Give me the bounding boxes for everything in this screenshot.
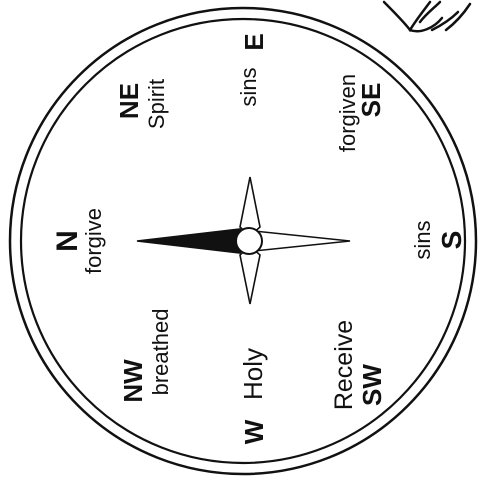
word-e-label: sins — [236, 67, 261, 106]
word-n-label: forgive — [81, 208, 106, 274]
direction-s-label: S — [436, 231, 467, 250]
direction-nw-label: NW — [118, 359, 148, 403]
direction-se-label: SE — [356, 83, 386, 118]
word-w-label: Holy — [238, 348, 268, 400]
needle-hub — [236, 228, 262, 254]
direction-e-label: E — [239, 33, 269, 50]
corner-decoration — [384, 2, 470, 31]
word-nw-label: breathed — [148, 309, 173, 396]
word-ne-label: Spirit — [144, 79, 169, 129]
word-s-label: sins — [410, 220, 435, 259]
direction-n-label: N — [51, 230, 84, 252]
direction-w-label: W — [239, 419, 269, 444]
word-sw-label: Receive — [330, 320, 358, 410]
direction-sw-label: SW — [357, 364, 387, 406]
direction-ne-label: NE — [114, 83, 144, 119]
